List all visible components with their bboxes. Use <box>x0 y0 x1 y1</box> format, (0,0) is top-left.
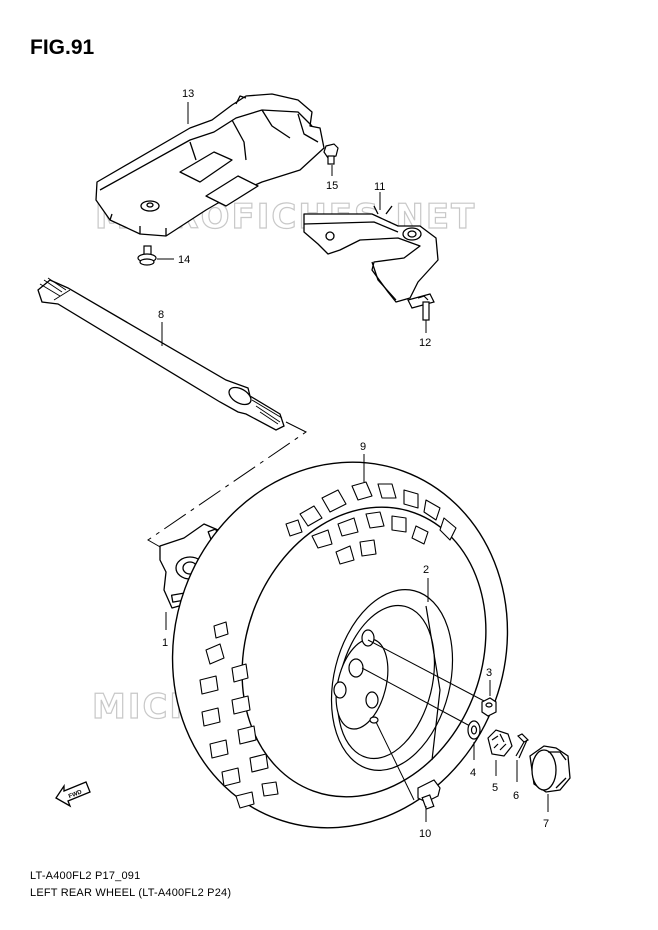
assembly-guide-line <box>147 421 307 549</box>
figure-title: FIG.91 <box>30 36 95 59</box>
callout-6: 6 <box>513 790 519 802</box>
callout-8: 8 <box>158 309 164 321</box>
part-8-axle-shaft <box>37 277 285 431</box>
callout-4: 4 <box>470 767 476 779</box>
fwd-label: FWD <box>68 789 84 800</box>
figure-caption: LEFT REAR WHEEL (LT-A400FL2 P24) <box>30 887 232 899</box>
part-9-tire <box>171 461 509 829</box>
part-7-hub-cap <box>529 745 571 793</box>
callout-2: 2 <box>423 564 429 576</box>
part-13-guard <box>95 93 325 237</box>
stud-guide-line-2 <box>361 667 471 727</box>
callout-13: 13 <box>182 88 194 100</box>
callout-11: 11 <box>374 181 385 193</box>
part-11-bracket <box>303 205 439 303</box>
part-10-valve-stem <box>417 779 441 810</box>
part-12-bolt <box>407 293 435 321</box>
part-4-washer <box>467 720 481 740</box>
part-3-nut <box>481 697 497 717</box>
valve-guide-line <box>375 721 415 801</box>
callout-5: 5 <box>492 782 498 794</box>
fwd-arrow-icon: FWD <box>55 781 91 808</box>
part-2-rim <box>330 589 454 771</box>
figure-code: LT-A400FL2 P17_091 <box>30 870 141 882</box>
callout-3: 3 <box>486 667 492 679</box>
part-6-cotter-pin <box>515 733 530 759</box>
callout-14: 14 <box>178 254 190 266</box>
part-15-bolt <box>323 143 339 165</box>
callout-7: 7 <box>543 818 549 830</box>
callout-15: 15 <box>326 180 338 192</box>
callout-10: 10 <box>419 828 431 840</box>
part-5-castle-nut <box>487 729 513 757</box>
part-14-bolt <box>137 245 157 266</box>
stud-guide-line-1 <box>367 639 487 703</box>
callout-9: 9 <box>360 441 366 453</box>
callout-12: 12 <box>419 337 431 349</box>
callout-1: 1 <box>162 637 168 649</box>
